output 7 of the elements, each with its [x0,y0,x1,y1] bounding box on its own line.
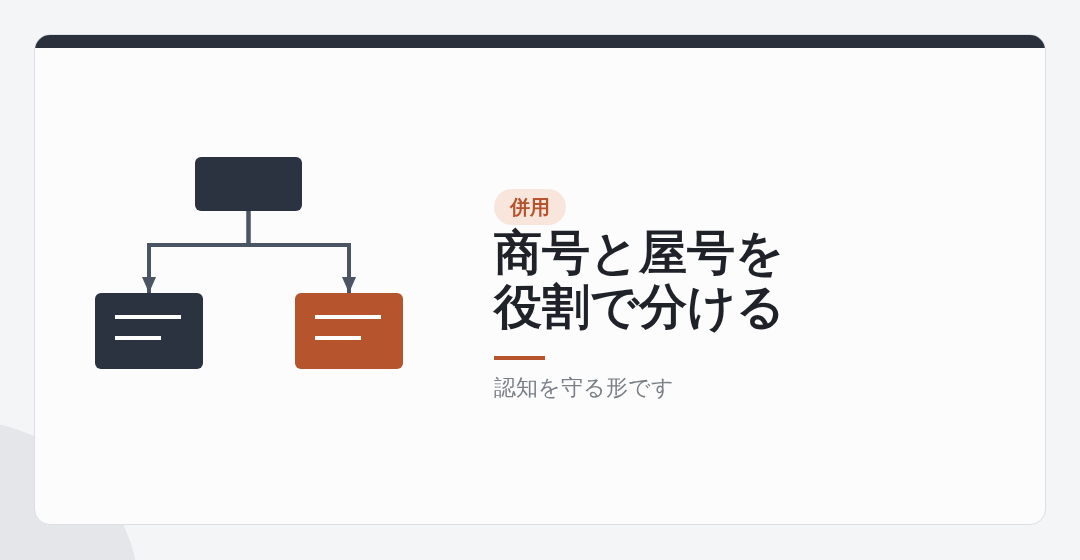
process-box [195,157,302,211]
title: 商号と屋号を役割で分ける [494,225,786,333]
tag-label: 併用 [494,189,566,225]
process-box [295,293,403,369]
process-box [95,293,203,369]
subtitle: 認知を守る形です [494,374,674,402]
arrow [246,211,356,293]
